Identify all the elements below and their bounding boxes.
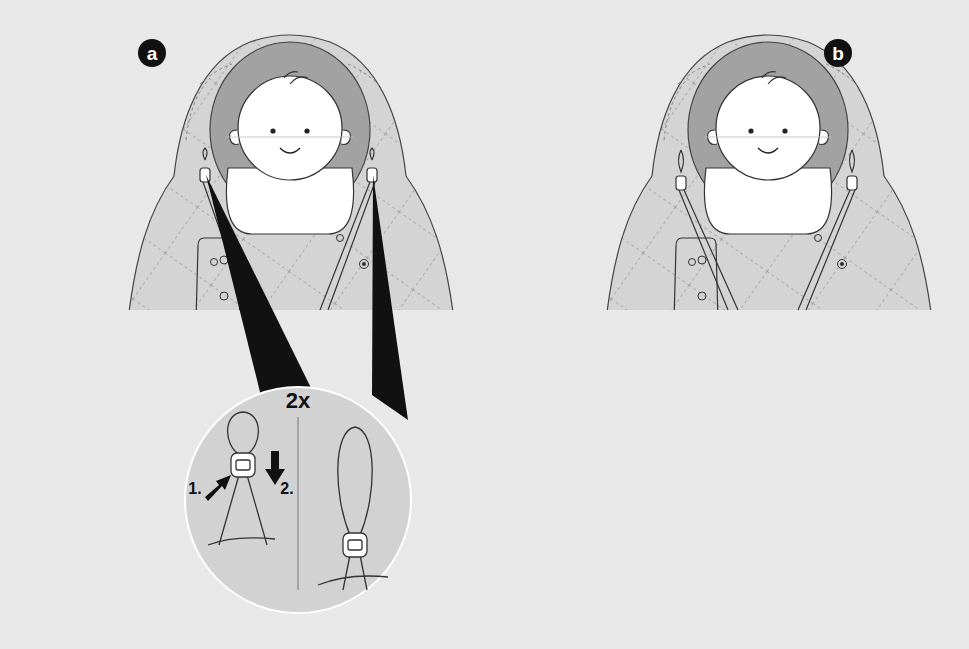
step-badge: a: [138, 39, 166, 67]
step-letter: a: [147, 44, 158, 63]
step-number: 1.: [188, 481, 201, 497]
step-number: 2.: [280, 481, 293, 497]
step-letter: b: [832, 44, 844, 63]
repeat-count: 2x: [286, 390, 310, 412]
magnifier-drawing: [183, 385, 413, 615]
detail-magnifier: 2x 1. 2.: [183, 385, 413, 615]
step-badge: b: [824, 39, 852, 67]
